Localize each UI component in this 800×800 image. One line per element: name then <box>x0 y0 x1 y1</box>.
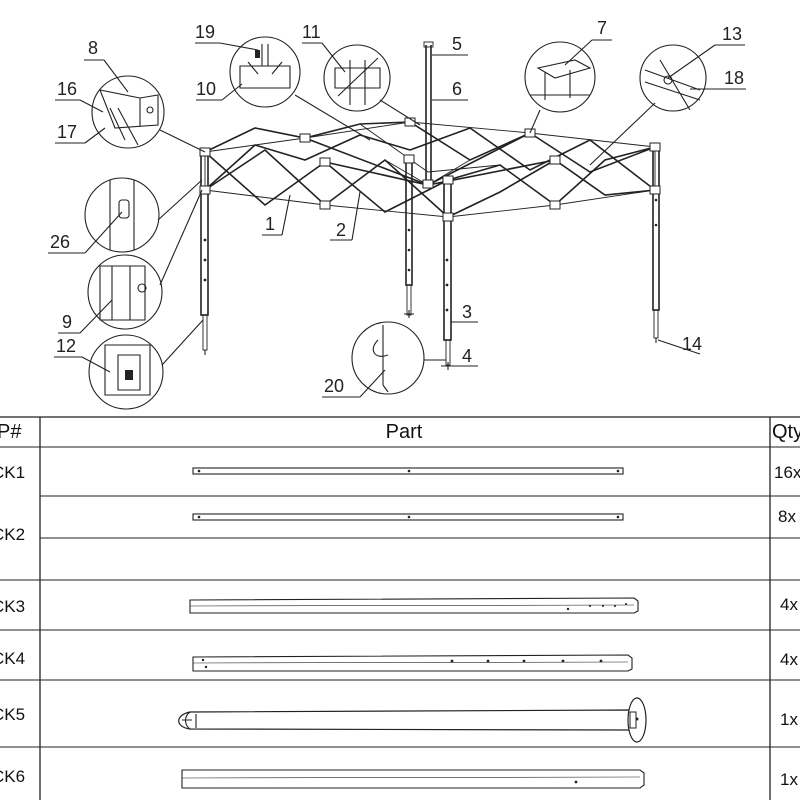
callout-4: 4 <box>450 346 478 367</box>
callout-10: 10 <box>196 79 243 101</box>
callout-18: 18 <box>690 68 746 90</box>
detail-truss-joint <box>524 41 596 134</box>
part-number: CK2 <box>0 525 25 544</box>
callout-20: 20 <box>322 369 386 398</box>
pipe-square <box>181 769 645 789</box>
quantity: 8x <box>778 507 796 526</box>
svg-text:12: 12 <box>56 336 76 356</box>
callout-9: 9 <box>58 299 113 334</box>
part-number: CK3 <box>0 597 25 616</box>
parts-table: P# Part Qty CK1 16x CK2 8x CK3 4x CK4 <box>0 416 800 800</box>
quantity: 1x <box>780 770 798 789</box>
callout-11: 11 <box>302 22 346 73</box>
detail-push-button <box>84 177 203 253</box>
callout-2: 2 <box>330 191 361 241</box>
callout-6: 6 <box>432 79 468 101</box>
svg-text:4: 4 <box>462 346 472 366</box>
svg-text:16: 16 <box>57 79 77 99</box>
svg-text:9: 9 <box>62 312 72 332</box>
table-row: CK6 1x <box>0 767 798 789</box>
truss-lattice <box>199 117 661 222</box>
header-part-number: P# <box>0 421 22 443</box>
callout-13: 13 <box>667 24 745 79</box>
part-number: CK1 <box>0 463 25 482</box>
leg-front-right <box>441 179 455 370</box>
table-row: CK1 16x <box>0 463 800 482</box>
detail-leg-slider <box>87 189 203 330</box>
callout-7: 7 <box>564 18 612 66</box>
svg-text:14: 14 <box>682 334 702 354</box>
quantity: 16x <box>774 463 800 482</box>
svg-text:20: 20 <box>324 376 344 396</box>
detail-corner-bracket <box>91 75 206 153</box>
callout-12: 12 <box>54 336 111 373</box>
table-row: CK3 4x <box>0 595 798 616</box>
table-row: CK2 8x <box>0 507 796 544</box>
canopy-frame <box>199 41 661 370</box>
svg-text:7: 7 <box>597 18 607 38</box>
svg-text:18: 18 <box>724 68 744 88</box>
svg-text:17: 17 <box>57 122 77 142</box>
callout-1: 1 <box>262 194 291 236</box>
quantity: 4x <box>780 650 798 669</box>
pipe-square <box>192 654 633 672</box>
callout-3: 3 <box>451 302 478 323</box>
quantity: 4x <box>780 595 798 614</box>
svg-text:8: 8 <box>88 38 98 58</box>
callout-14: 14 <box>657 334 702 355</box>
svg-text:6: 6 <box>452 79 462 99</box>
callout-17: 17 <box>55 122 106 144</box>
svg-text:26: 26 <box>50 232 70 252</box>
detail-slider-top <box>229 36 371 141</box>
svg-text:19: 19 <box>195 22 215 42</box>
svg-text:3: 3 <box>462 302 472 322</box>
svg-text:10: 10 <box>196 79 216 99</box>
table-row: CK5 1x <box>0 697 798 743</box>
callout-8: 8 <box>84 38 129 93</box>
svg-text:1: 1 <box>265 214 275 234</box>
header-qty: Qty <box>772 421 800 443</box>
callout-19: 19 <box>195 22 259 51</box>
table-row: CK4 4x <box>0 649 798 672</box>
quantity: 1x <box>780 710 798 729</box>
detail-ground-stake <box>351 321 446 395</box>
callout-5: 5 <box>432 34 468 56</box>
detail-rivet-joint <box>589 44 707 166</box>
callout-labels: 19 11 5 7 13 8 10 6 18 16 17 26 1 2 9 3 … <box>48 18 746 398</box>
svg-text:2: 2 <box>336 220 346 240</box>
svg-text:11: 11 <box>302 22 321 42</box>
callout-26: 26 <box>48 211 123 254</box>
leg-back-left <box>404 159 414 318</box>
callout-16: 16 <box>55 79 104 113</box>
svg-text:5: 5 <box>452 34 462 54</box>
leg-front-left <box>200 149 209 355</box>
detail-circles <box>84 36 707 410</box>
detail-center-hub <box>323 44 421 126</box>
part-number: CK5 <box>0 705 25 724</box>
center-pole-part <box>178 697 647 743</box>
part-number: CK6 <box>0 767 25 786</box>
center-pole <box>423 41 434 185</box>
svg-text:13: 13 <box>722 24 742 44</box>
part-number: CK4 <box>0 649 25 668</box>
leg-back-right <box>652 144 660 343</box>
header-part: Part <box>386 421 423 443</box>
detail-foot-lock <box>88 319 204 410</box>
